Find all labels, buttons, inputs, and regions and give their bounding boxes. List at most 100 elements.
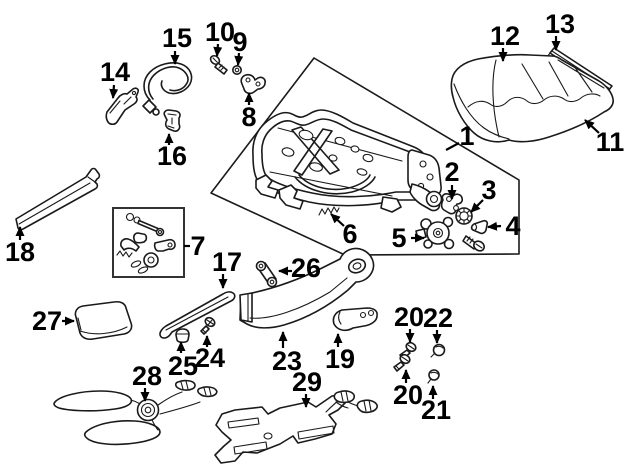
callout-19: 19 <box>325 333 355 374</box>
callout-14: 14 <box>100 57 130 99</box>
callout-label: 1 <box>459 121 474 151</box>
callout-arrow <box>584 119 600 134</box>
callout-8: 8 <box>241 92 257 132</box>
callout-line <box>445 142 460 151</box>
part-8-clip <box>240 73 266 95</box>
callout-arrow <box>109 84 119 99</box>
callout-label: 15 <box>162 23 192 53</box>
cushion-front-seam <box>453 83 510 140</box>
harness-connector <box>174 379 196 391</box>
part-23-side-shield <box>239 247 375 329</box>
part-17-bar <box>159 291 236 339</box>
callout-label: 25 <box>168 351 198 381</box>
seat-cushion-group <box>450 47 614 143</box>
callout-5: 5 <box>391 223 425 253</box>
part-7-hardware-kit <box>112 207 185 278</box>
cushion-panel-seams <box>521 59 605 100</box>
callout-2: 2 <box>444 157 460 200</box>
callout-label: 4 <box>505 211 520 241</box>
callout-label: 14 <box>100 57 130 87</box>
part-6-spring <box>318 206 340 216</box>
part-10-screw <box>209 54 228 75</box>
callout-28: 28 <box>132 361 162 402</box>
callout-17: 17 <box>212 247 242 289</box>
callout-label: 24 <box>195 343 225 373</box>
callout-11: 11 <box>584 119 625 157</box>
callout-label: 18 <box>5 237 35 267</box>
callout-label: 8 <box>241 102 256 132</box>
callout-label: 12 <box>490 21 520 51</box>
callout-4: 4 <box>487 211 521 241</box>
callout-12: 12 <box>490 21 520 62</box>
callout-24: 24 <box>195 335 225 373</box>
part-3-gear-washer <box>455 207 473 225</box>
bracket-hole <box>131 90 137 96</box>
callout-label: 6 <box>342 219 357 249</box>
callout-29: 29 <box>292 367 322 408</box>
part-4-cap-and-bolt <box>462 219 489 252</box>
callout-25: 25 <box>168 341 198 381</box>
part-5-motor <box>415 216 455 250</box>
callout-7: 7 <box>184 231 206 261</box>
heater-connector <box>356 399 378 414</box>
callout-arrow <box>470 199 484 213</box>
part-21-nut <box>427 369 440 384</box>
callout-16: 16 <box>157 133 187 171</box>
part-9-nut <box>232 65 243 76</box>
harness-connector <box>197 386 218 398</box>
callout-label: 27 <box>32 306 62 336</box>
callout-18: 18 <box>5 226 35 267</box>
callout-label: 5 <box>391 223 406 253</box>
callout-label: 3 <box>481 175 496 205</box>
callout-1: 1 <box>445 121 475 151</box>
callout-22: 22 <box>423 303 453 344</box>
callout-arrow <box>487 221 502 231</box>
part-25-cap <box>175 328 190 344</box>
part-18-trim-strip <box>15 167 101 231</box>
callout-label: 11 <box>596 127 625 157</box>
cushion-wavy-seam <box>467 93 601 108</box>
callout-arrow <box>234 52 244 66</box>
part-20-screws <box>393 341 417 372</box>
part-24-screw <box>200 316 216 335</box>
callout-21: 21 <box>421 385 451 425</box>
callout-label: 19 <box>325 344 355 374</box>
callout-label: 20 <box>394 302 424 332</box>
part-19-handle <box>332 307 378 332</box>
callout-3: 3 <box>470 175 497 213</box>
callout-13: 13 <box>545 9 575 51</box>
callout-label: 28 <box>132 361 162 391</box>
part-15-cable <box>142 62 193 116</box>
callout-label: 17 <box>212 247 242 277</box>
part-12-cushion-cover <box>450 53 614 143</box>
callout-23: 23 <box>272 331 302 376</box>
callout-label: 2 <box>444 157 459 187</box>
callout-label: 20 <box>393 380 423 410</box>
callout-arrow <box>213 43 223 57</box>
callout-26: 26 <box>278 253 321 283</box>
part-14-bracket <box>105 87 139 126</box>
part-1-seat-frame-assembly <box>252 109 443 213</box>
callout-label: 22 <box>423 303 453 333</box>
callout-27: 27 <box>32 306 75 336</box>
part-26-link <box>255 260 278 288</box>
callout-label: 29 <box>292 367 322 397</box>
part-28-wiring-harness <box>53 379 218 446</box>
callout-arrow <box>330 213 345 227</box>
part-16-clip <box>163 109 181 132</box>
callout-label: 16 <box>157 141 187 171</box>
callout-label: 26 <box>291 253 321 283</box>
cushion-bolster-seam <box>492 59 500 138</box>
callout-label: 7 <box>190 231 205 261</box>
callout-9: 9 <box>232 27 248 66</box>
callout-label: 23 <box>272 346 302 376</box>
callout-15: 15 <box>162 23 192 65</box>
part-29-heater-pad <box>214 390 378 464</box>
callout-6: 6 <box>330 213 358 249</box>
part-22-nut <box>430 343 446 358</box>
callout-label: 9 <box>232 27 247 57</box>
callout-label: 13 <box>545 9 575 39</box>
part-27-pad <box>74 300 133 341</box>
callout-20: 20 <box>394 302 424 343</box>
